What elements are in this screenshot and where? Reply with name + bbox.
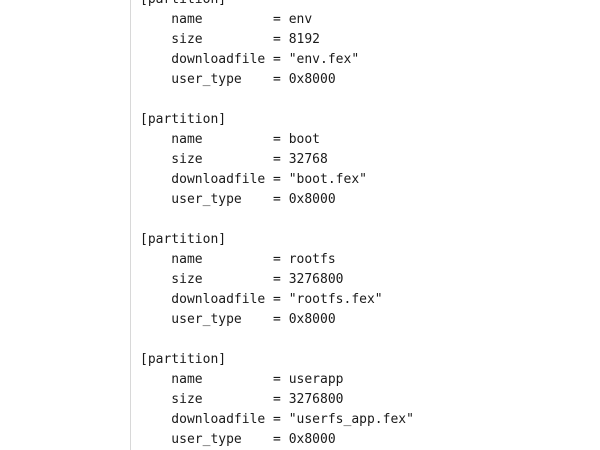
config-text-area[interactable]: [partition] name = env size = 8192 downl… <box>140 0 600 450</box>
config-line-size: size = 3276800 <box>140 272 344 287</box>
editor-margin-divider <box>130 0 131 450</box>
config-line-user-type: user_type = 0x8000 <box>140 312 336 327</box>
config-line-name: name = userapp <box>140 372 344 387</box>
config-line-size: size = 3276800 <box>140 392 344 407</box>
config-line-name: name = env <box>140 12 313 27</box>
config-line-user-type: user_type = 0x8000 <box>140 72 336 87</box>
config-line-partition-header: [partition] <box>140 0 600 10</box>
config-line-partition-header: [partition] <box>140 232 227 247</box>
config-line-name: name = rootfs <box>140 252 336 267</box>
config-line-user-type: user_type = 0x8000 <box>140 432 336 447</box>
config-line-partition-header: [partition] <box>140 352 227 367</box>
config-line-blank <box>140 210 600 230</box>
config-line-name: name = boot <box>140 132 321 147</box>
config-line-blank <box>140 330 600 350</box>
config-line-downloadfile: downloadfile = "env.fex" <box>140 52 360 67</box>
config-line-blank <box>140 90 600 110</box>
config-line-partition-header: [partition] <box>140 112 227 127</box>
config-line-downloadfile: downloadfile = "rootfs.fex" <box>140 292 383 307</box>
config-line-downloadfile: downloadfile = "boot.fex" <box>140 172 367 187</box>
config-line-size: size = 8192 <box>140 32 321 47</box>
config-line-user-type: user_type = 0x8000 <box>140 192 336 207</box>
config-line-downloadfile: downloadfile = "userfs_app.fex" <box>140 412 414 427</box>
config-line-size: size = 32768 <box>140 152 328 167</box>
